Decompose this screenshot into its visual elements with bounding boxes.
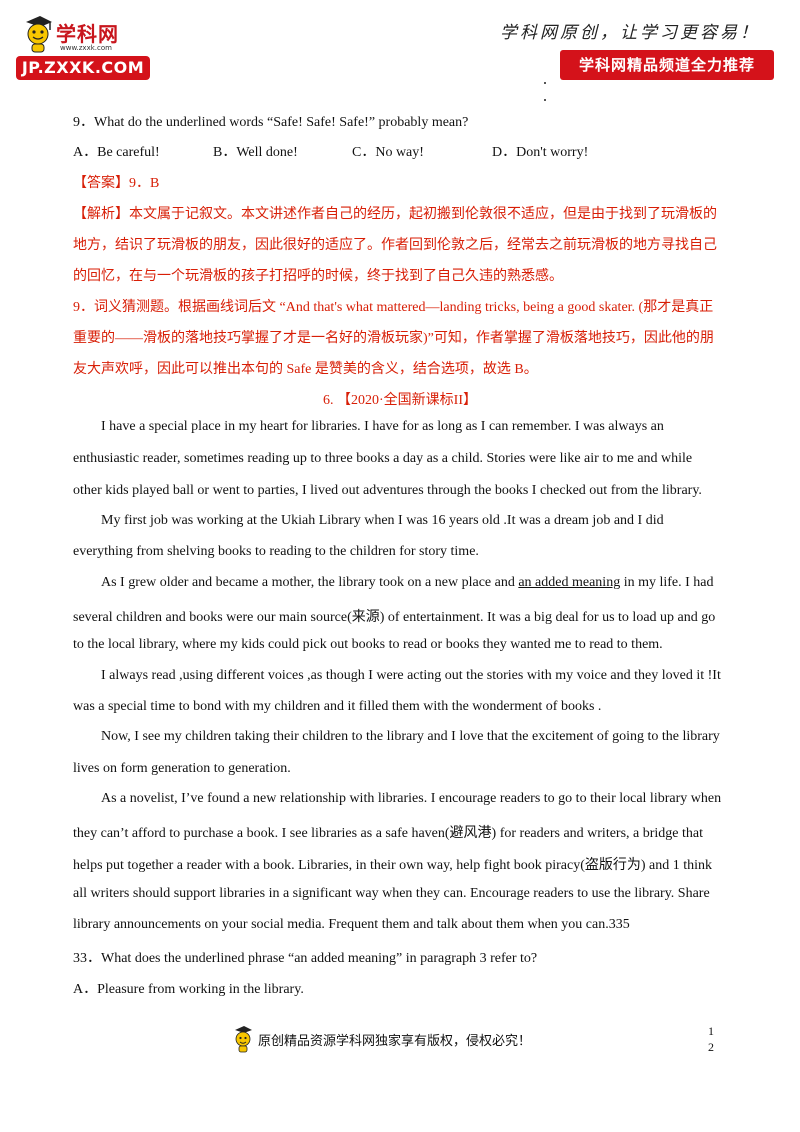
passage-line: to the local library, where my kids coul… bbox=[73, 637, 663, 652]
section-title: 6. 【2020·全国新课标II】 bbox=[323, 393, 477, 408]
passage-line: As I grew older and became a mother, the… bbox=[101, 575, 714, 591]
channel-banner: 学科网精品频道全力推荐 bbox=[560, 50, 774, 80]
analysis-line: 友大声欢呼，因此可以推出本句的 Safe 是赞美的含义，结合选项，故选 B。 bbox=[73, 362, 538, 377]
page-number: 1 bbox=[708, 1024, 714, 1038]
footer: 原创精品资源学科网独家享有版权，侵权必究！ bbox=[235, 1026, 532, 1053]
option-d: D．Don't worry! bbox=[492, 145, 589, 160]
passage-line: all writers should support libraries in … bbox=[73, 886, 710, 901]
passage-text: in my life. I had bbox=[620, 575, 714, 590]
passage-line: As a novelist, I’ve found a new relation… bbox=[101, 791, 722, 806]
passage-line: helps put together a reader with a book.… bbox=[73, 858, 713, 873]
passage-line: I have a special place in my heart for l… bbox=[101, 419, 664, 434]
header-slogan: 学科网原创，让学习更容易！ bbox=[500, 23, 760, 43]
passage-line: everything from shelving books to readin… bbox=[73, 544, 479, 559]
answer: 【答案】9．B bbox=[73, 172, 159, 192]
site-logo[interactable]: 学科网 www.zxxk.com JP.ZXXK.COM bbox=[16, 14, 156, 84]
logo-badge: JP.ZXXK.COM bbox=[16, 56, 150, 80]
option-c: C．No way! bbox=[352, 145, 424, 160]
question-33: 33．What does the underlined phrase “an a… bbox=[73, 951, 538, 966]
passage-line: several children and books were our main… bbox=[73, 610, 716, 625]
question-9: 9．What do the underlined words “Safe! Sa… bbox=[73, 115, 469, 130]
mascot-icon bbox=[26, 16, 52, 53]
passage-line: My first job was working at the Ukiah Li… bbox=[101, 513, 664, 528]
analysis-line: 的回忆，在与一个玩滑板的孩子打招呼的时候，终于找到了自己久违的熟悉感。 bbox=[73, 269, 563, 284]
option-b: B．Well done! bbox=[213, 145, 298, 160]
passage-line: Now, I see my children taking their chil… bbox=[101, 729, 720, 744]
logo-url: www.zxxk.com bbox=[60, 44, 112, 52]
passage-line: enthusiastic reader, sometimes reading u… bbox=[73, 451, 693, 466]
underlined-phrase: an added meaning bbox=[518, 575, 621, 590]
analysis-line: 地方，结识了玩滑板的朋友，因此很好的适应了。作者回到伦敦之后，经常去之前玩滑板的… bbox=[73, 238, 717, 253]
passage-text: As I grew older and became a mother, the… bbox=[101, 575, 519, 590]
passage-line: they can’t afford to purchase a book. I … bbox=[73, 826, 704, 841]
passage-line: was a special time to bond with my child… bbox=[73, 699, 602, 714]
decor-dot bbox=[544, 99, 546, 101]
passage-line: I always read ,using different voices ,a… bbox=[101, 668, 721, 683]
analysis-line: 9．词义猜测题。根据画线词后文 “And that's what mattere… bbox=[73, 300, 714, 315]
decor-dot bbox=[544, 82, 546, 84]
passage-line: library announcements on your social med… bbox=[73, 917, 630, 932]
copyright-notice: 原创精品资源学科网独家享有版权，侵权必究！ bbox=[258, 1034, 532, 1049]
analysis-line: 重要的——滑板的落地技巧掌握了才是一名好的滑板玩家)”可知，作者掌握了滑板落地技… bbox=[73, 331, 714, 346]
option-a: A．Pleasure from working in the library. bbox=[73, 982, 304, 997]
analysis-label: 【解析】 bbox=[73, 207, 129, 222]
logo-text: 学科网 bbox=[56, 22, 119, 46]
answer-label: 【答案】 bbox=[73, 176, 129, 191]
option-a: A．Be careful! bbox=[73, 145, 160, 160]
analysis-text: 本文属于记叙文。本文讲述作者自己的经历，起初搬到伦敦很不适应，但是由于找到了玩滑… bbox=[129, 207, 717, 222]
passage-line: lives on form generation to generation. bbox=[73, 761, 291, 776]
page-total: 2 bbox=[708, 1040, 714, 1054]
mascot-icon bbox=[235, 1026, 252, 1053]
analysis-line: 【解析】本文属于记叙文。本文讲述作者自己的经历，起初搬到伦敦很不适应，但是由于找… bbox=[73, 203, 717, 223]
passage-line: other kids played ball or went to partie… bbox=[73, 483, 702, 498]
answer-text: 9．B bbox=[129, 176, 160, 191]
